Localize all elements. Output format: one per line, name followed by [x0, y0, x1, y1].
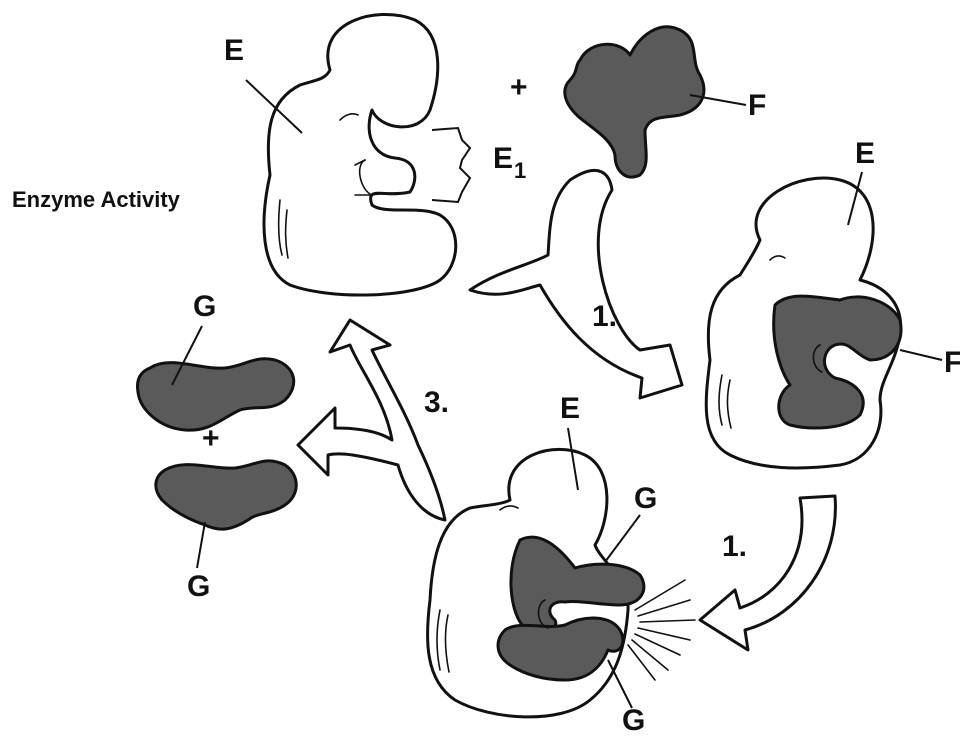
- plus-sign-top: +: [510, 71, 528, 104]
- enzyme-label-right: E: [855, 137, 875, 170]
- step3-arrow: [298, 320, 445, 520]
- product-label-top: G: [193, 290, 216, 323]
- step1-label-top: 1.: [592, 300, 617, 333]
- substrate-molecule: [565, 27, 704, 177]
- plus-sign-left: +: [202, 422, 220, 455]
- product-leader-bottom: [197, 522, 205, 568]
- product-label-upper: G: [634, 482, 657, 515]
- product-molecule-bottom: [156, 461, 296, 529]
- substrate-leader-right: [900, 350, 942, 360]
- active-site-bracket: [432, 128, 470, 202]
- active-site-label: E: [493, 142, 513, 175]
- product-label-bottom: G: [187, 570, 210, 603]
- diagram-title: Enzyme Activity: [12, 187, 181, 212]
- substrate-label-right: F: [944, 346, 960, 379]
- substrate-label-top: F: [748, 89, 766, 122]
- product-molecule-top: [138, 359, 294, 430]
- active-site-subscript: 1: [514, 158, 526, 183]
- product-label-lower: G: [622, 704, 645, 737]
- enzyme-label-top: E: [224, 34, 244, 67]
- enzyme-label-bottom: E: [560, 392, 580, 425]
- step1-arrow-top: [470, 170, 682, 398]
- product-leader-upper: [605, 515, 640, 562]
- step3-label: 3.: [424, 386, 449, 419]
- step1-arrow-right: [700, 496, 835, 650]
- enzyme-substrate-complex: [706, 178, 901, 468]
- step1-label-right: 1.: [722, 530, 747, 563]
- enzyme-free: [264, 14, 456, 295]
- product-leader-lower: [608, 660, 632, 708]
